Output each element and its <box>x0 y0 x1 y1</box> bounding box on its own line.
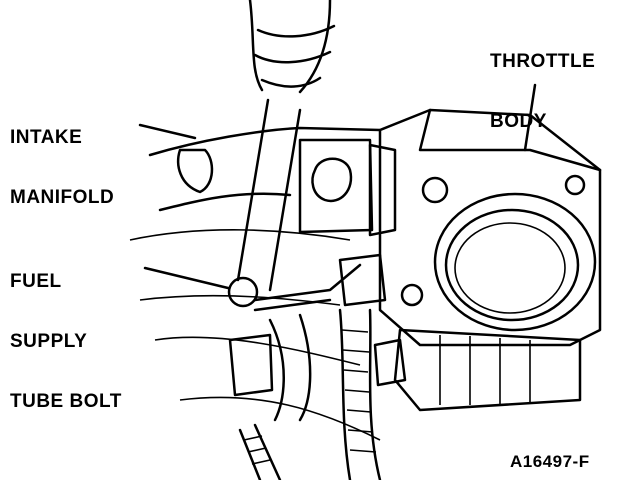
label-line: BODY <box>490 111 547 132</box>
label-line: SUPPLY <box>10 331 88 352</box>
leader-fuel-bolt <box>143 266 230 290</box>
upper-hose <box>248 0 336 94</box>
label-intake-manifold: INTAKE MANIFOLD <box>10 88 114 248</box>
label-fuel-supply-tube-bolt: FUEL SUPPLY TUBE BOLT <box>10 232 122 452</box>
label-throttle-body: THROTTLE BODY <box>490 12 595 172</box>
label-line: TUBE BOLT <box>10 391 122 412</box>
throttle-body <box>368 108 602 347</box>
label-line: THROTTLE <box>490 51 596 72</box>
fuel-supply-tube <box>227 253 387 480</box>
leader-throttle-body <box>523 83 537 152</box>
vertical-tube <box>236 98 302 292</box>
leader-intake-manifold <box>138 123 197 140</box>
leader-lines <box>138 83 537 290</box>
label-line: FUEL <box>10 271 62 292</box>
idle-air-control-valve <box>373 328 582 412</box>
figure-id: A16497-F <box>510 452 590 471</box>
label-line: MANIFOLD <box>10 187 115 208</box>
label-line: INTAKE <box>10 127 83 148</box>
